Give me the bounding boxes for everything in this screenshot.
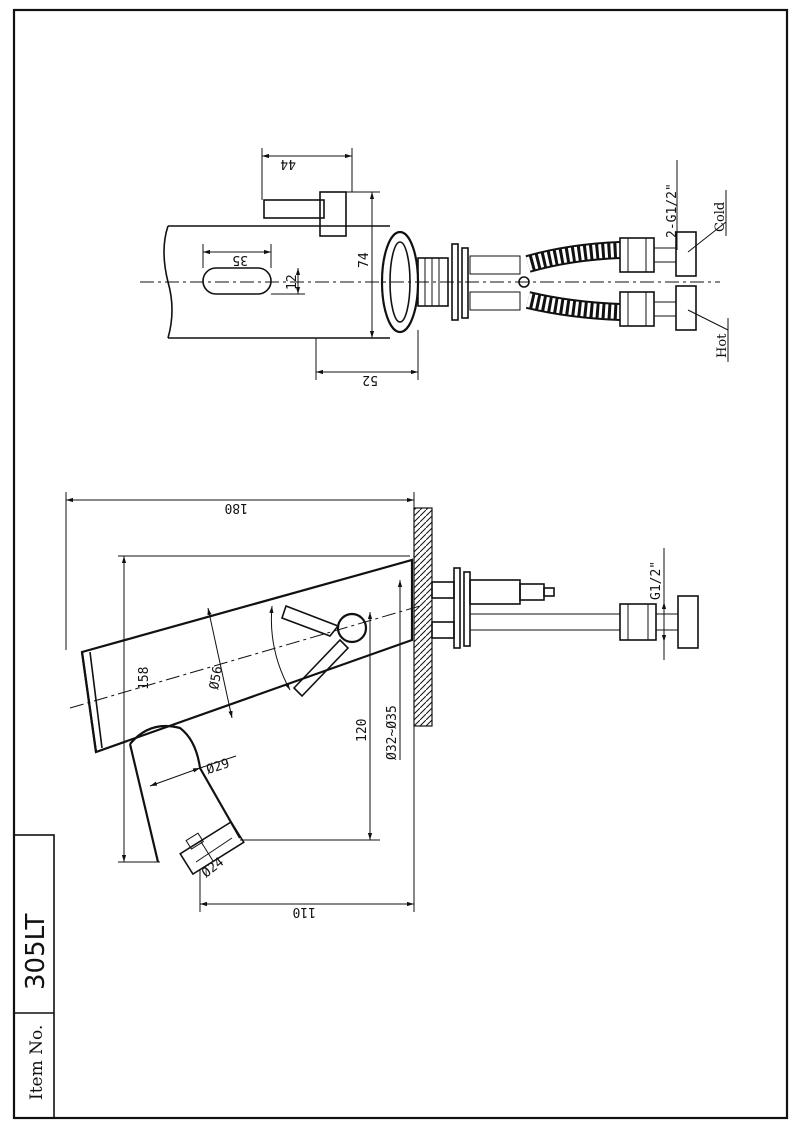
handle-lever: [263, 199, 325, 219]
side-hose-braid: [469, 613, 621, 631]
cold-fitting: [619, 231, 697, 277]
item-value: 305LT: [21, 913, 51, 990]
slot-outline: [202, 267, 272, 295]
hose-braid: [469, 255, 521, 275]
item-label: Item No.: [27, 1025, 47, 1100]
side-fitting: [619, 595, 699, 649]
dim-spout-diameter: Ø29: [205, 756, 232, 778]
hot-fitting: [619, 285, 697, 331]
hose-braid: [469, 291, 521, 311]
dim-body-diameter: 74: [357, 252, 372, 268]
lever-knob: [336, 612, 368, 644]
dim-outlet-height: 120: [355, 719, 370, 742]
title-block: Item No. 305LT: [13, 834, 55, 1119]
dim-height: 158: [137, 667, 152, 690]
cold-label: Cold: [713, 202, 728, 232]
side-view: 180 158 Ø56 Ø29: [65, 492, 699, 919]
dim-base-diameter: Ø32~Ø35: [385, 705, 400, 760]
lever-up: [280, 604, 340, 637]
dim-overall-length: 180: [225, 500, 248, 515]
lever-down: [292, 638, 350, 698]
dim-slot-length: 35: [232, 252, 248, 267]
mounting-rod: [469, 579, 521, 605]
top-thread-label: 2-G1/2": [665, 183, 680, 238]
dim-body-diameter-side: Ø56: [207, 665, 226, 691]
dim-handle: 44: [280, 156, 296, 171]
top-view: 44 35 12 74 52: [140, 148, 730, 387]
hot-label: Hot: [715, 333, 730, 358]
sheet-border: [12, 8, 789, 1120]
dim-outlet-diameter: Ø24: [199, 855, 227, 881]
dim-slot-width: 12: [285, 274, 300, 290]
aerator-outlet: [179, 820, 245, 876]
dim-depth: 52: [362, 372, 378, 387]
side-thread-label: G1/2": [649, 561, 664, 600]
wall-section: [413, 507, 433, 727]
spout: [128, 724, 241, 863]
handle-base: [319, 191, 347, 237]
dim-reach: 110: [293, 904, 316, 919]
